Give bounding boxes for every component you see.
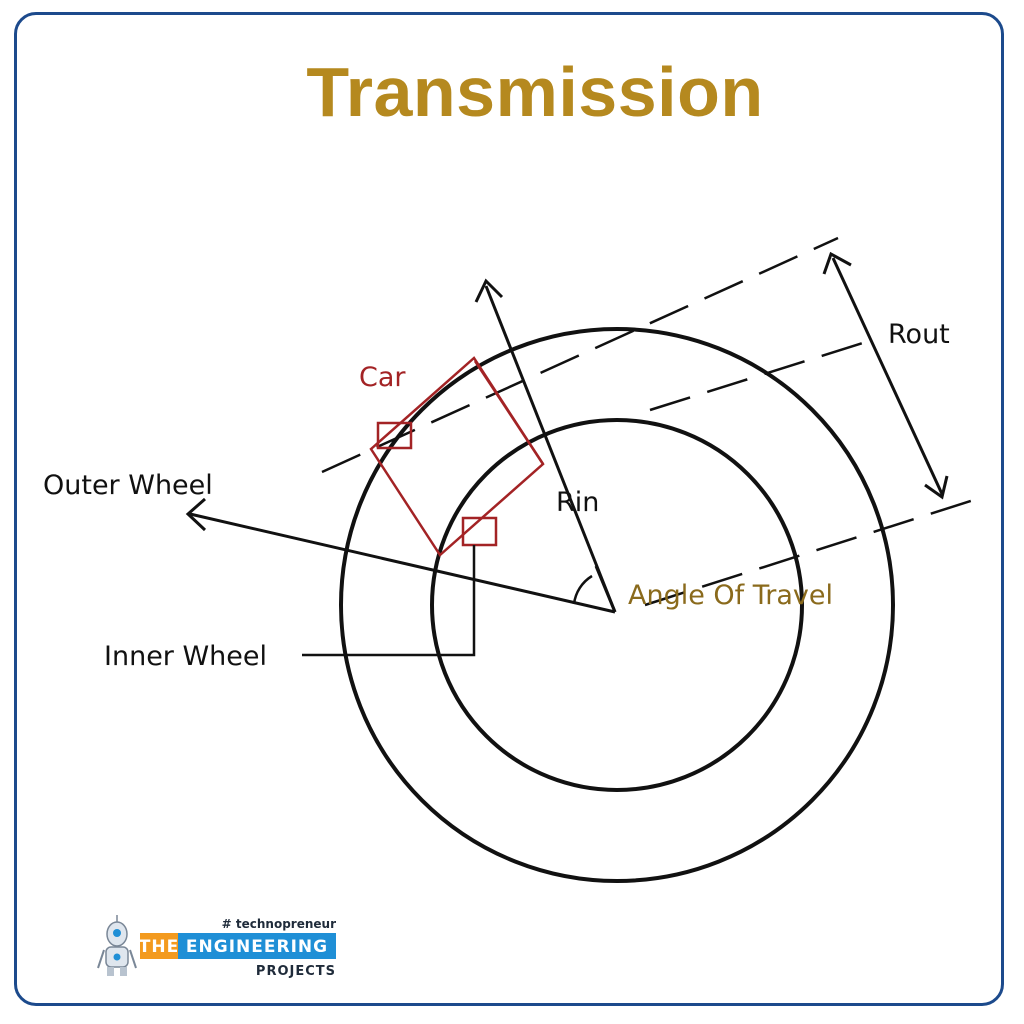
car-outer-wheel	[376, 421, 413, 450]
rout-arrow-line	[831, 257, 944, 495]
rout-arrow-head-bottom	[924, 475, 949, 500]
frame-border	[14, 12, 1004, 1006]
rin-arrow-line	[484, 285, 617, 613]
outer-wheel-label: Outer Wheel	[43, 470, 213, 501]
rout-label: Rout	[888, 319, 950, 350]
logo-engineering-box	[178, 933, 336, 959]
logo-engineering: ENGINEERING	[186, 937, 328, 957]
inner-wheel-label: Inner Wheel	[104, 641, 267, 672]
outer-wheel-arrow-head	[185, 497, 207, 532]
inner-circle	[430, 418, 804, 792]
rin-arrow-head	[474, 278, 504, 303]
logo: # technopreneur THE ENGINEERING PROJECTS	[97, 915, 336, 979]
logo-the: THE	[139, 937, 179, 957]
car-label: Car	[359, 362, 406, 393]
logo-tagline: # technopreneur	[222, 917, 336, 931]
angle-of-travel-label: Angle Of Travel	[628, 580, 833, 611]
angle-radius-line	[594, 565, 617, 613]
page-title: Transmission	[306, 53, 764, 131]
outer-circle	[339, 327, 895, 883]
car-side-line	[473, 360, 545, 465]
logo-projects: PROJECTS	[256, 964, 336, 979]
outer-wheel-arrow-line	[189, 512, 616, 614]
rout-arrow-head-top	[822, 251, 852, 275]
dashed-line-top	[321, 236, 839, 474]
angle-arc	[572, 574, 593, 605]
logo-the-box	[140, 933, 178, 959]
dashed-line-middle	[649, 340, 867, 412]
inner-wheel-leader	[302, 545, 476, 657]
car-inner-wheel	[461, 516, 498, 547]
robot-icon	[97, 915, 137, 976]
rin-label: Rin	[556, 487, 599, 518]
